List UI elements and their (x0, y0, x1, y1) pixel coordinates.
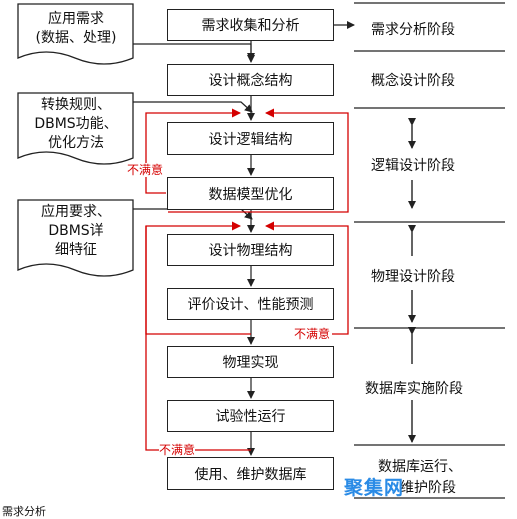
step-data-model-optimization: 数据模型优化 (167, 177, 334, 210)
stage-label-logical: 逻辑设计阶段 (371, 158, 455, 174)
input-doc-2-line-2: DBMS功能、 (34, 116, 118, 132)
stage-label-operation-line-1: 数据库运行、 (378, 459, 462, 475)
feedback-loop-logic (145, 108, 241, 194)
step-evaluation-performance-prediction: 评价设计、性能预测 (167, 288, 334, 320)
watermark-logo: 聚集网 (344, 477, 405, 499)
input-connector-3 (133, 208, 253, 220)
input-doc-2-line-1: 转换规则、 (41, 97, 111, 113)
step-physical-design: 设计物理结构 (167, 234, 334, 266)
step-conceptual-design: 设计概念结构 (167, 64, 334, 96)
step-requirements-analysis: 需求收集和分析 (167, 9, 334, 41)
input-doc-shape-1 (17, 3, 134, 65)
step-trial-run: 试验性运行 (167, 400, 334, 432)
input-doc-shape-3 (17, 199, 134, 277)
input-connector-1 (133, 43, 255, 61)
stage-label-operation-line-2: 维护阶段 (400, 480, 456, 496)
footer-caption: 需求分析 (2, 505, 46, 518)
input-doc-shape-2 (17, 92, 134, 165)
input-doc-3-line-1: 应用要求、 (41, 204, 111, 220)
feedback-label-run: 不满意 (159, 443, 196, 457)
input-doc-3-line-3: 细特征 (55, 242, 97, 258)
input-doc-3: 应用要求、 DBMS详 细特征 (20, 203, 132, 260)
stage-label-requirements: 需求分析阶段 (371, 22, 455, 38)
feedback-loop-physical (265, 221, 349, 335)
feedback-loop-logic-return (168, 108, 349, 213)
input-doc-2-line-3: 优化方法 (48, 135, 104, 151)
feedback-label-logical: 不满意 (127, 163, 164, 177)
stage-label-implementation: 数据库实施阶段 (365, 381, 463, 397)
input-doc-2: 转换规则、 DBMS功能、 优化方法 (20, 96, 132, 153)
input-doc-1-line-1: 应用需求 (48, 11, 104, 27)
step-use-and-maintain-database: 使用、维护数据库 (167, 457, 334, 490)
input-connector-2 (133, 101, 253, 113)
input-doc-1: 应用需求 (数据、处理) (20, 10, 132, 48)
input-doc-3-line-2: DBMS详 (48, 223, 104, 239)
feedback-loop-run (145, 226, 251, 451)
stage-label-physical: 物理设计阶段 (371, 269, 455, 285)
stage-label-conceptual: 概念设计阶段 (371, 73, 455, 89)
step-logical-design: 设计逻辑结构 (167, 122, 334, 155)
step-physical-implementation: 物理实现 (167, 346, 334, 378)
feedback-label-physical: 不满意 (294, 327, 331, 341)
input-doc-1-line-2: (数据、处理) (35, 30, 117, 46)
